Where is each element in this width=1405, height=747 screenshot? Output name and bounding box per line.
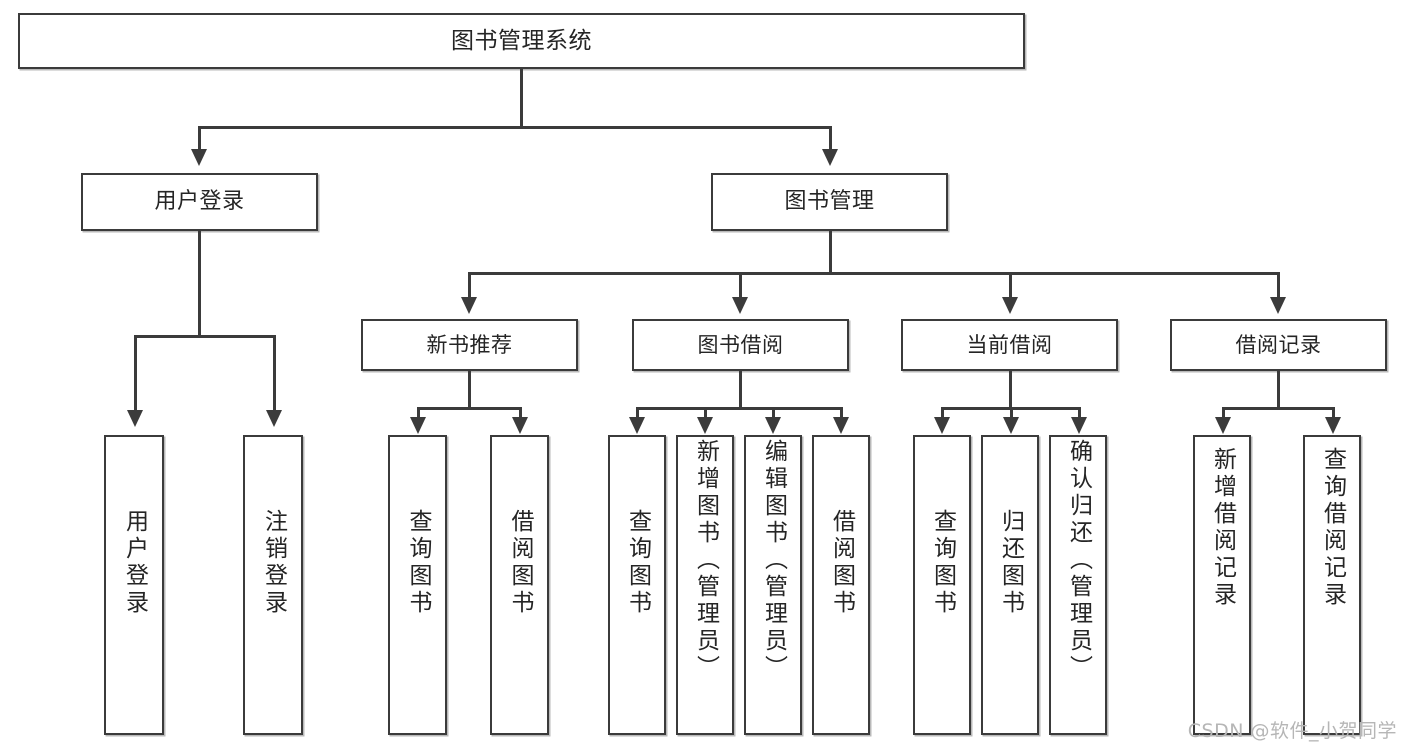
leaf-borrow-book-borrow[interactable]: 借阅图书	[812, 435, 870, 735]
node-root-system[interactable]: 图书管理系统	[18, 13, 1025, 69]
arrow-icon-l2-1	[732, 297, 748, 314]
connector-borrowrecord-bus	[1222, 407, 1335, 410]
node-label: 查询借阅记录	[1319, 447, 1346, 609]
node-book-management[interactable]: 图书管理	[711, 173, 948, 231]
connector-drop-nb-0	[417, 407, 420, 419]
leaf-borrow-book-newbook[interactable]: 借阅图书	[490, 435, 549, 735]
node-label: 新增图书（管理员）	[692, 439, 719, 682]
arrow-icon-nb-0	[410, 417, 426, 434]
node-label: 用户登录	[121, 509, 148, 617]
arrow-icon-bb-0	[629, 417, 645, 434]
node-label: 查询图书	[624, 509, 651, 617]
connector-drop-l1-1	[829, 126, 832, 152]
leaf-logout[interactable]: 注销登录	[243, 435, 303, 735]
connector-drop-bb-3	[840, 407, 843, 419]
arrow-icon-bb-3	[833, 417, 849, 434]
arrow-icon-bb-1	[697, 417, 713, 434]
connector-drop-l2-2	[1009, 272, 1012, 300]
connector-drop-l2-0	[468, 272, 471, 300]
connector-bookmgmt-stem	[829, 231, 832, 274]
connector-root-bus	[198, 126, 832, 129]
connector-drop-nb-1	[519, 407, 522, 419]
node-label: 借阅记录	[1235, 332, 1322, 357]
connector-drop-cb-1	[1010, 407, 1013, 419]
connector-root-stem	[520, 69, 523, 127]
arrow-icon-cb-0	[934, 417, 950, 434]
connector-bookmgmt-bus	[468, 272, 1280, 275]
node-label: 查询图书	[929, 509, 956, 617]
node-current-borrow[interactable]: 当前借阅	[901, 319, 1118, 371]
connector-drop-ul-1	[273, 335, 276, 413]
arrow-icon-cb-2	[1071, 417, 1087, 434]
leaf-user-login[interactable]: 用户登录	[104, 435, 164, 735]
leaf-edit-book-admin[interactable]: 编辑图书（管理员）	[744, 435, 802, 735]
connector-drop-bb-1	[704, 407, 707, 419]
node-label: 新增借阅记录	[1209, 447, 1236, 609]
connector-userlogin-bus	[134, 335, 276, 338]
node-label: 图书借阅	[697, 332, 784, 357]
connector-drop-ul-0	[134, 335, 137, 413]
leaf-query-book-current[interactable]: 查询图书	[913, 435, 971, 735]
arrow-icon-l2-3	[1270, 297, 1286, 314]
arrow-icon-l1-1	[822, 149, 838, 166]
leaf-add-borrow-record[interactable]: 新增借阅记录	[1193, 435, 1251, 735]
connector-drop-br-0	[1222, 407, 1225, 419]
node-book-borrow[interactable]: 图书借阅	[632, 319, 849, 371]
arrow-icon-l2-0	[461, 297, 477, 314]
connector-newbook-bus	[417, 407, 522, 410]
connector-borrowrecord-stem	[1277, 371, 1280, 409]
leaf-query-book-newbook[interactable]: 查询图书	[388, 435, 447, 735]
arrow-icon-br-0	[1215, 417, 1231, 434]
connector-bookborrow-stem	[739, 371, 742, 409]
node-label: 编辑图书（管理员）	[760, 439, 787, 682]
connector-drop-cb-2	[1078, 407, 1081, 419]
connector-drop-bb-2	[772, 407, 775, 419]
leaf-return-book[interactable]: 归还图书	[981, 435, 1039, 735]
connector-bookborrow-bus	[636, 407, 843, 410]
node-label: 图书管理	[784, 189, 875, 215]
connector-currentborrow-stem	[1009, 371, 1012, 409]
connector-userlogin-stem	[198, 231, 201, 337]
node-label: 借阅图书	[507, 509, 533, 617]
node-new-book-recommend[interactable]: 新书推荐	[361, 319, 578, 371]
arrow-icon-ul-0	[127, 410, 143, 427]
connector-drop-l2-1	[739, 272, 742, 300]
connector-newbook-stem	[468, 371, 471, 409]
node-label: 图书管理系统	[451, 27, 592, 54]
connector-drop-br-1	[1332, 407, 1335, 419]
arrow-icon-l2-2	[1002, 297, 1018, 314]
arrow-icon-ul-1	[266, 410, 282, 427]
arrow-icon-nb-1	[512, 417, 528, 434]
connector-drop-l2-3	[1277, 272, 1280, 300]
node-label: 借阅图书	[828, 509, 855, 617]
leaf-query-borrow-record[interactable]: 查询借阅记录	[1303, 435, 1361, 735]
leaf-confirm-return-admin[interactable]: 确认归还（管理员）	[1049, 435, 1107, 735]
leaf-add-book-admin[interactable]: 新增图书（管理员）	[676, 435, 734, 735]
node-label: 新书推荐	[426, 332, 513, 357]
arrow-icon-bb-2	[765, 417, 781, 434]
connector-drop-l1-0	[198, 126, 201, 152]
node-borrow-record[interactable]: 借阅记录	[1170, 319, 1387, 371]
node-label: 注销登录	[260, 509, 287, 617]
node-label: 归还图书	[997, 509, 1024, 617]
connector-drop-bb-0	[636, 407, 639, 419]
node-label: 确认归还（管理员）	[1065, 439, 1092, 682]
node-label: 用户登录	[154, 189, 245, 215]
arrow-icon-br-1	[1325, 417, 1341, 434]
node-user-login[interactable]: 用户登录	[81, 173, 318, 231]
connector-drop-cb-0	[941, 407, 944, 419]
arrow-icon-l1-0	[191, 149, 207, 166]
arrow-icon-cb-1	[1003, 417, 1019, 434]
node-label: 当前借阅	[966, 332, 1053, 357]
node-label: 查询图书	[405, 509, 431, 617]
leaf-query-book-borrow[interactable]: 查询图书	[608, 435, 666, 735]
